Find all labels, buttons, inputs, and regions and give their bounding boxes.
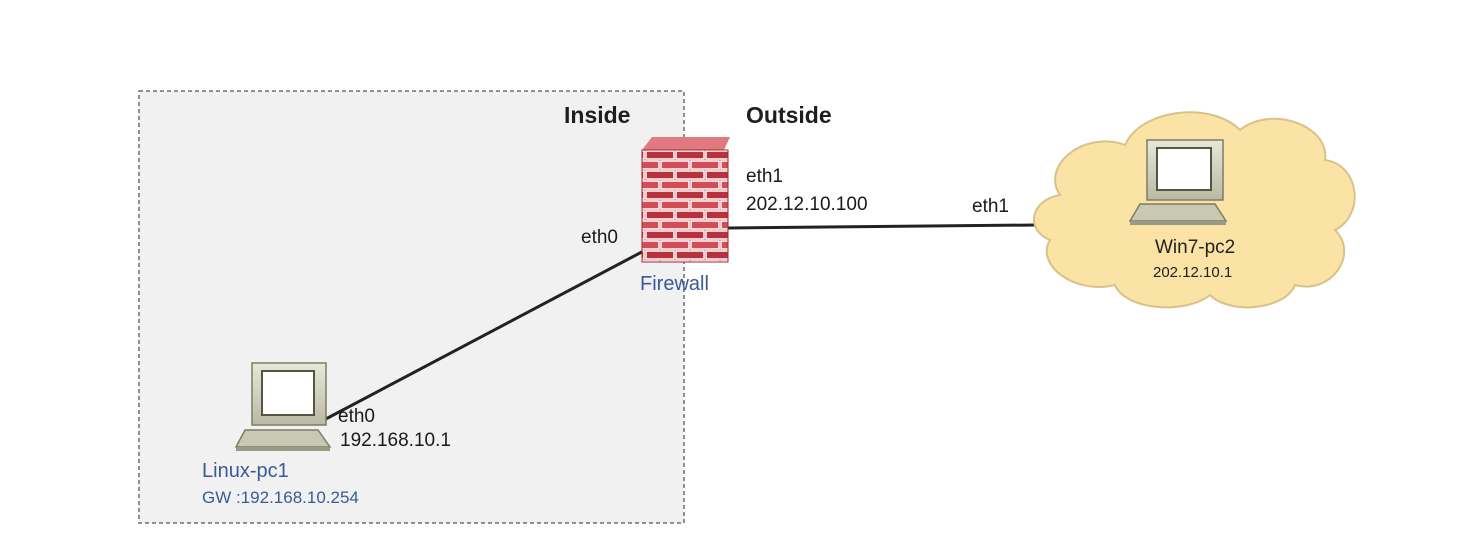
computer-icon <box>1128 139 1228 225</box>
computer-icon <box>234 362 332 451</box>
linux-pc-label: Linux-pc1 <box>202 460 289 482</box>
firewall-label: Firewall <box>640 273 709 295</box>
link-linux-to-firewall <box>321 243 656 423</box>
firewall-node[interactable]: Firewall eth0 eth1 202.12.10.100 <box>581 137 868 295</box>
win-pc-eth1-label: eth1 <box>972 196 1009 217</box>
linux-pc-eth0-label: eth0 <box>338 406 375 427</box>
linux-pc-node[interactable]: Linux-pc1 GW :192.168.10.254 eth0 192.16… <box>202 362 451 507</box>
inside-zone <box>138 90 685 524</box>
win-pc-label: Win7-pc2 <box>1155 237 1235 258</box>
outside-zone-label: Outside <box>746 102 832 128</box>
brick-firewall-icon <box>641 137 730 263</box>
link-firewall-to-win <box>727 223 1037 230</box>
win-pc-ip: 202.12.10.1 <box>1153 264 1232 281</box>
linux-pc-ip: 192.168.10.1 <box>340 430 451 451</box>
inside-zone-label: Inside <box>564 102 630 128</box>
win-pc-node[interactable]: Win7-pc2 202.12.10.1 eth1 <box>972 139 1235 281</box>
firewall-eth0-label: eth0 <box>581 227 618 248</box>
firewall-eth1-label: eth1 <box>746 166 783 187</box>
linux-pc-gateway: GW :192.168.10.254 <box>202 488 359 507</box>
firewall-eth1-ip: 202.12.10.100 <box>746 194 868 215</box>
